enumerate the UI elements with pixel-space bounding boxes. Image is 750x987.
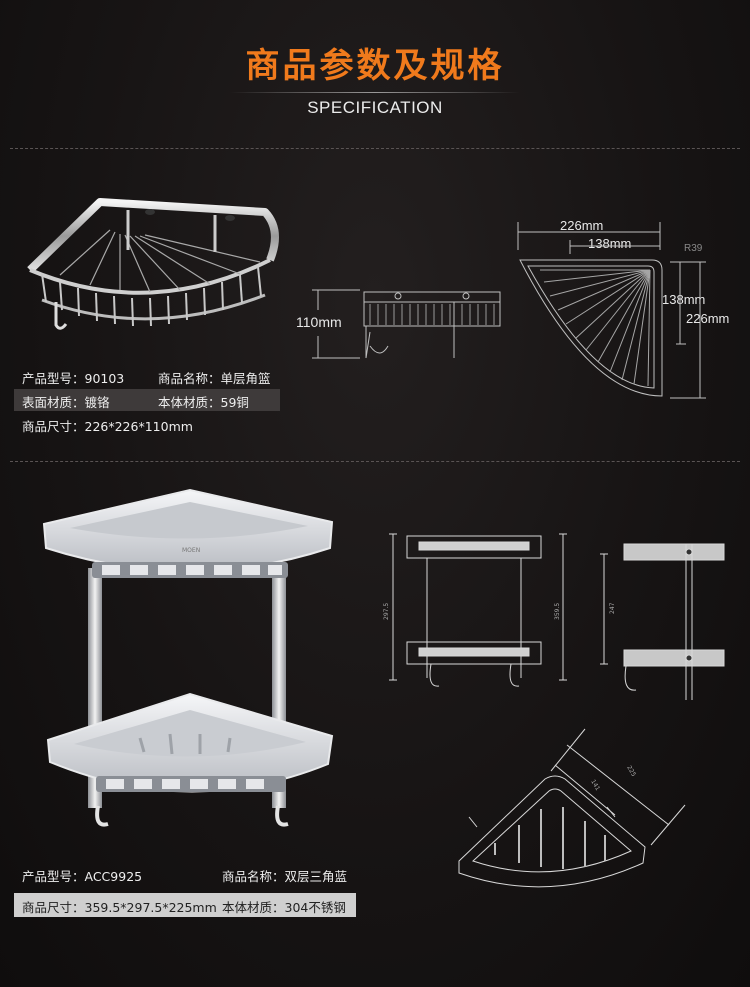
product1-height-label: 110mm [296,314,342,330]
product1-width-label: 226mm [560,218,604,233]
product2-photo: MOEN [42,488,334,827]
product2-logo: MOEN [182,547,200,554]
product1-photo [27,198,279,330]
svg-text:359.5: 359.5 [554,603,561,620]
product2-side-drawing: 247 [600,543,725,700]
product2-spec-row-highlight [14,893,356,917]
product2-front-drawing: 297.5 359.5 [383,533,567,687]
section-dashed-divider [10,461,740,462]
product1-model: 产品型号：90103 [22,371,125,386]
svg-text:141: 141 [589,779,601,793]
product1-finish: 表面材质：镀铬 [22,395,110,410]
product2-size: 商品尺寸：359.5*297.5*225mm [22,900,217,915]
product2-model: 产品型号：ACC9925 [22,869,143,884]
product1-side-drawing [312,289,501,359]
product2-name: 商品名称：双层三角蓝 [222,869,348,884]
svg-text:297.5: 297.5 [383,603,390,620]
product1-depth-label: 226mm [686,311,730,326]
product1-inner-width-label: 138mm [588,236,632,251]
product2-top-drawing: 141 225 [458,728,686,888]
header-dashed-divider [10,148,740,149]
product1-top-drawing [517,222,706,399]
product1-body-material: 本体材质：59铜 [158,395,249,410]
svg-text:225: 225 [625,765,637,779]
product1-radius-label: R39 [684,243,703,254]
product2-body-material: 本体材质：304不锈钢 [222,900,346,915]
product1-size: 商品尺寸：226*226*110mm [22,419,193,434]
title-divider [230,92,520,93]
page-subtitle: SPECIFICATION [307,98,443,117]
svg-text:247: 247 [609,602,616,614]
product1-spec-row-highlight [14,389,280,411]
product1-depth-inner-label: 138mm [662,292,706,307]
product1-name: 商品名称：单层角篮 [158,371,271,386]
page-title: 商品参数及规格 [245,46,505,86]
